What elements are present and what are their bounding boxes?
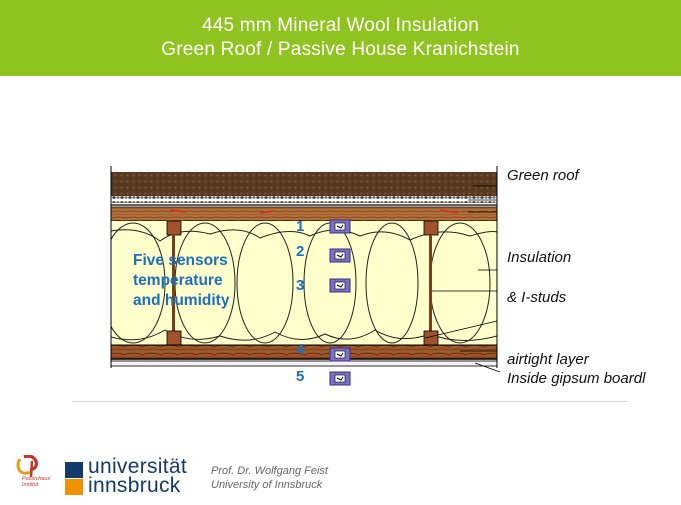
sensor-number-1: 1 — [296, 218, 305, 235]
sensor-description-line-3: and humidity — [133, 292, 230, 309]
airtight-board-layer — [111, 345, 497, 359]
label-airtight-layer: airtight layer — [507, 351, 589, 368]
sensor-5 — [329, 371, 351, 386]
innsbruck-logo-wordmark: universität innsbruck — [88, 455, 188, 497]
passivhaus-logo-text: Passivhaus Institut — [22, 476, 51, 488]
i-stud-left — [166, 220, 182, 346]
passivhaus-institut-logo: Passivhaus Institut — [12, 454, 60, 497]
sensor-description: Five sensors temperature and humidity — [133, 251, 229, 311]
sensor-2 — [329, 248, 351, 263]
leader-lines — [424, 185, 501, 373]
university-name-line-1: universität — [88, 455, 188, 478]
label-gipsum-board: Inside gipsum boardl — [507, 370, 646, 387]
sensor-description-line-2: temperature — [133, 272, 223, 289]
author-credit: Prof. Dr. Wolfgang Feist University of I… — [211, 464, 328, 492]
sensor-4 — [329, 347, 351, 362]
sensor-description-line-1: Five sensors — [133, 252, 228, 269]
gipsum-board-layer — [110, 360, 498, 367]
footer-divider — [72, 401, 628, 402]
roof-deck-board — [111, 207, 497, 221]
label-i-studs: & I-studs — [507, 289, 567, 306]
sensor-number-5: 5 — [296, 368, 305, 385]
sensor-number-2: 2 — [296, 243, 305, 260]
passivhaus-logo-icon — [16, 454, 38, 478]
university-name-line-2: innsbruck — [88, 474, 181, 497]
sensor-3 — [329, 278, 351, 293]
credit-line-2: University of Innsbruck — [211, 479, 323, 491]
credit-line-1: Prof. Dr. Wolfgang Feist — [211, 465, 328, 477]
sensor-number-4: 4 — [296, 341, 305, 358]
i-stud-right — [423, 220, 439, 346]
label-insulation: Insulation — [507, 249, 572, 266]
innsbruck-logo-mark — [65, 462, 83, 495]
gravel-drainage-layer — [111, 196, 497, 203]
slide-title-line-1: 445 mm Mineral Wool Insulation — [201, 15, 480, 36]
sensor-1 — [329, 219, 351, 234]
label-green-roof: Green roof — [507, 167, 579, 184]
sensor-number-3: 3 — [296, 277, 305, 294]
green-roof-soil-layer — [111, 172, 497, 196]
title-banner: 445 mm Mineral Wool Insulation Green Roo… — [0, 0, 681, 76]
slide-title-line-2: Green Roof / Passive House Kranichstein — [161, 39, 520, 60]
